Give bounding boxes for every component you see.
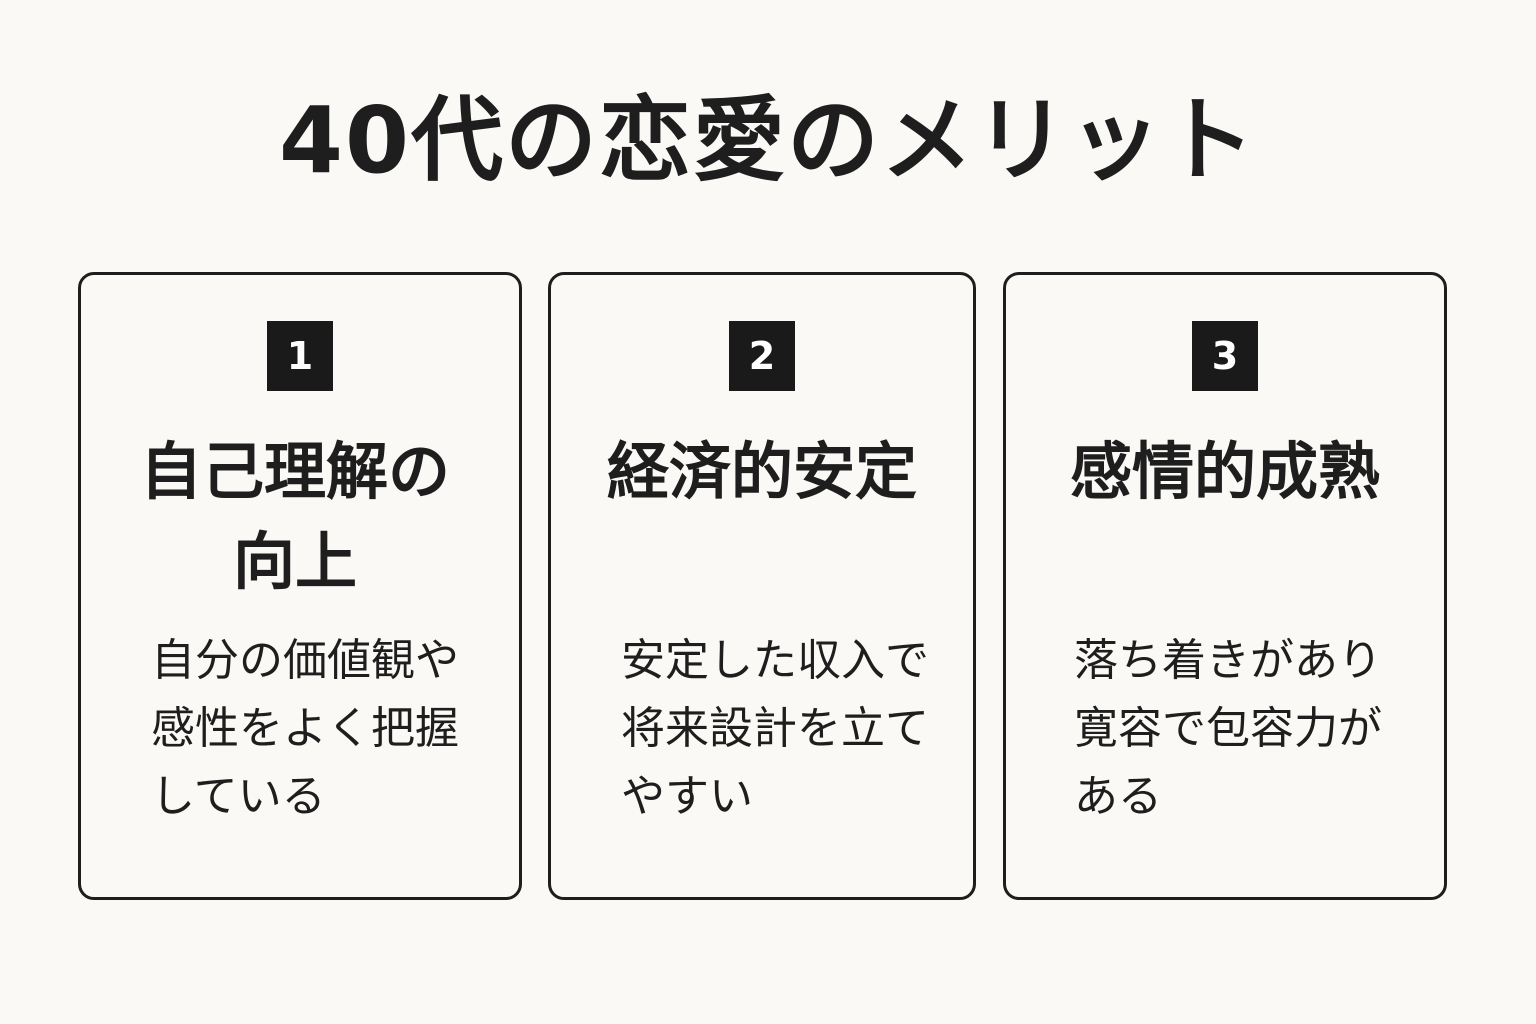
card-description: 落ち着きがあり寛容で包容力がある [1074, 635, 1382, 822]
number-badge: 3 [1192, 321, 1258, 391]
card-heading: 経済的安定 [606, 435, 917, 508]
page-title: 40代の恋愛のメリット [278, 87, 1258, 194]
merit-card-2: 2 経済的安定 安定した収入で将来設計を立てやすい [548, 272, 976, 900]
card-heading: 感情的成熟 [1069, 435, 1380, 508]
card-description: 安定した収入で将来設計を立てやすい [621, 635, 929, 822]
card-heading: 自己理解の向上 [139, 435, 450, 598]
card-description: 自分の価値観や感性をよく把握している [151, 635, 459, 822]
merit-card-1: 1 自己理解の向上 自分の価値観や感性をよく把握している [78, 272, 522, 900]
number-badge: 1 [267, 321, 333, 391]
number-badge: 2 [729, 321, 795, 391]
merit-card-3: 3 感情的成熟 落ち着きがあり寛容で包容力がある [1003, 272, 1447, 900]
